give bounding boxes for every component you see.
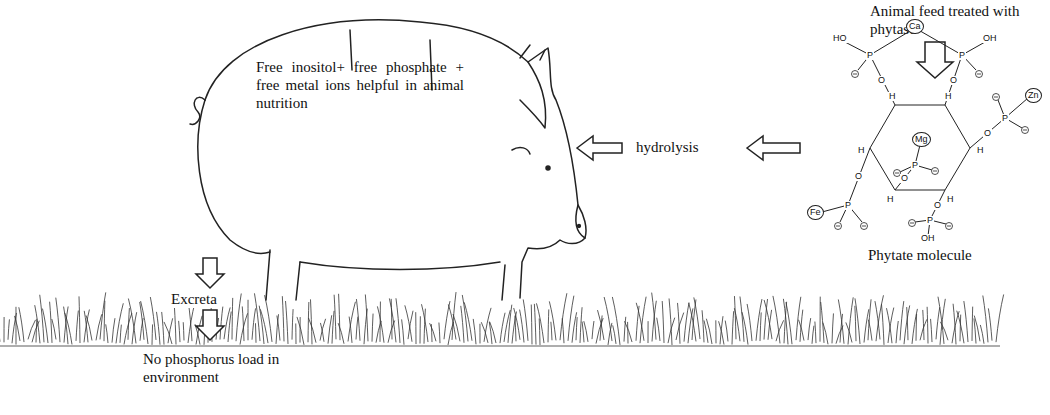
atom-symbol: P bbox=[1001, 114, 1009, 123]
process-label: hydrolysis bbox=[636, 138, 746, 156]
negative-charges bbox=[835, 71, 1029, 230]
excreta-label: Excreta bbox=[168, 290, 220, 308]
atom-symbol: HO bbox=[832, 34, 848, 43]
outcome-note: No phosphorus load in environment bbox=[143, 350, 303, 386]
atom-symbol: H bbox=[857, 146, 866, 155]
atom-symbol: O bbox=[933, 201, 942, 210]
caption-text: Animal feed treated with phytase bbox=[870, 2, 1048, 38]
molecule-label: Phytate molecule bbox=[868, 246, 1018, 264]
product-note: Free inositol+ free phosphate + free met… bbox=[256, 58, 464, 112]
atom-symbol: H bbox=[886, 195, 895, 204]
atom-symbol: O bbox=[877, 76, 886, 85]
atom-symbol: P bbox=[911, 161, 919, 170]
metal-ion: Mg bbox=[912, 132, 931, 147]
atom-symbol: H bbox=[944, 92, 953, 101]
metal-ion: Fe bbox=[807, 205, 824, 220]
atom-symbol: O bbox=[949, 76, 958, 85]
atom-symbol: P bbox=[844, 201, 852, 210]
atom-symbol: P bbox=[958, 51, 966, 60]
atom-symbol: H bbox=[976, 146, 985, 155]
block-arrows bbox=[196, 42, 953, 340]
phytate-bonds bbox=[822, 28, 1028, 236]
atom-symbol: H bbox=[888, 92, 897, 101]
atom-symbol: OH bbox=[920, 234, 936, 243]
metal-ion: Zn bbox=[1025, 88, 1042, 103]
atom-symbol: P bbox=[926, 216, 934, 225]
atom-symbol: OH bbox=[982, 34, 998, 43]
atom-symbol: O bbox=[983, 129, 992, 138]
atom-symbol: P bbox=[866, 51, 874, 60]
atom-symbol: O bbox=[854, 172, 863, 181]
atom-symbol: H bbox=[946, 195, 955, 204]
pig-drawing bbox=[190, 20, 586, 300]
atom-symbol: O bbox=[900, 174, 909, 183]
metal-ion: Ca bbox=[906, 19, 924, 34]
